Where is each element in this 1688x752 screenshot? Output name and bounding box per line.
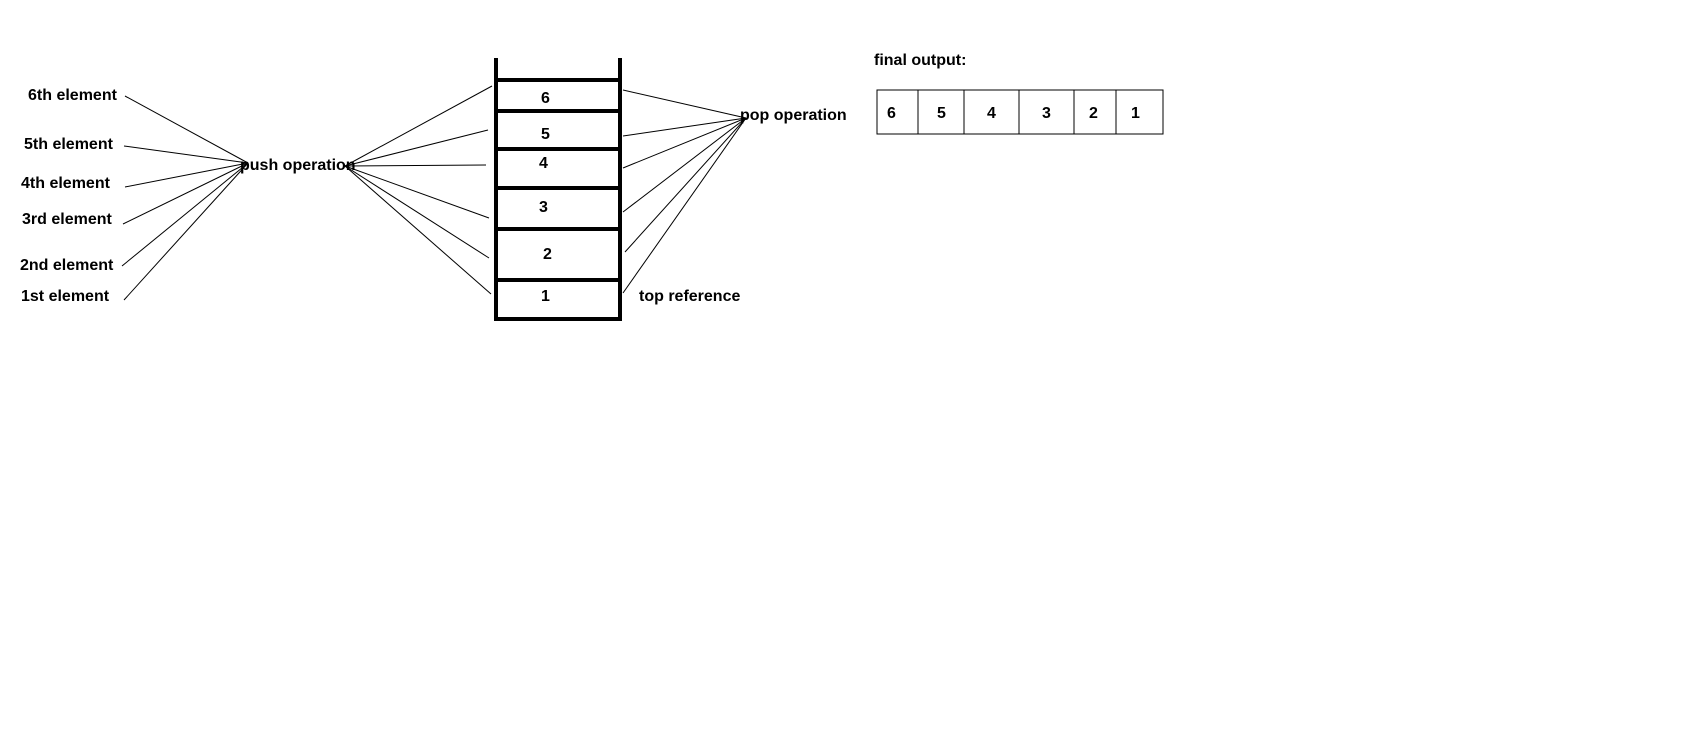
push-connector-1: [344, 129, 489, 167]
push-connector-3: [344, 165, 490, 219]
final-output-title: final output:: [874, 52, 967, 69]
output-row-box: [876, 89, 1164, 135]
push-connector-2: [344, 164, 487, 167]
input-connector-3: [122, 162, 249, 225]
stack-cell-3: 3: [539, 199, 548, 216]
push-connector-4: [344, 165, 490, 259]
stack-cell-2: 2: [543, 246, 552, 263]
pop-connector-4: [624, 117, 747, 253]
input-label-5: 5th element: [24, 136, 113, 153]
push-connector-0: [344, 85, 493, 167]
input-label-1: 1st element: [21, 288, 110, 305]
pop-connector-3: [622, 117, 747, 213]
pop-connector-5: [622, 117, 747, 294]
output-cell-6: 6: [887, 105, 896, 122]
top-reference-label: top reference: [639, 288, 741, 305]
pop-connector-2: [622, 117, 747, 169]
input-connector-4: [121, 162, 249, 267]
input-connector-5: [123, 162, 249, 301]
output-cell-1: 1: [1131, 105, 1140, 122]
stack-cell-4: 4: [539, 155, 548, 172]
stack-cell-6: 6: [541, 90, 550, 107]
pop-connector-1: [622, 117, 747, 137]
push-connector-5: [344, 165, 492, 295]
output-cell-3: 3: [1042, 105, 1051, 122]
input-label-2: 2nd element: [20, 257, 114, 274]
output-cell-2: 2: [1089, 105, 1098, 122]
input-label-3: 3rd element: [22, 211, 112, 228]
input-connector-1: [123, 145, 249, 164]
pop-operation-label: pop operation: [740, 107, 847, 124]
output-cell-4: 4: [987, 105, 996, 122]
stack-cell-1: 1: [541, 288, 550, 305]
input-label-4: 4th element: [21, 175, 110, 192]
input-connector-2: [124, 162, 249, 188]
input-label-6: 6th element: [28, 87, 117, 104]
pop-connector-0: [622, 89, 747, 119]
output-cell-5: 5: [937, 105, 946, 122]
input-connector-0: [124, 95, 249, 164]
stack-cell-5: 5: [541, 126, 550, 143]
push-operation-label: push operation: [240, 157, 356, 174]
